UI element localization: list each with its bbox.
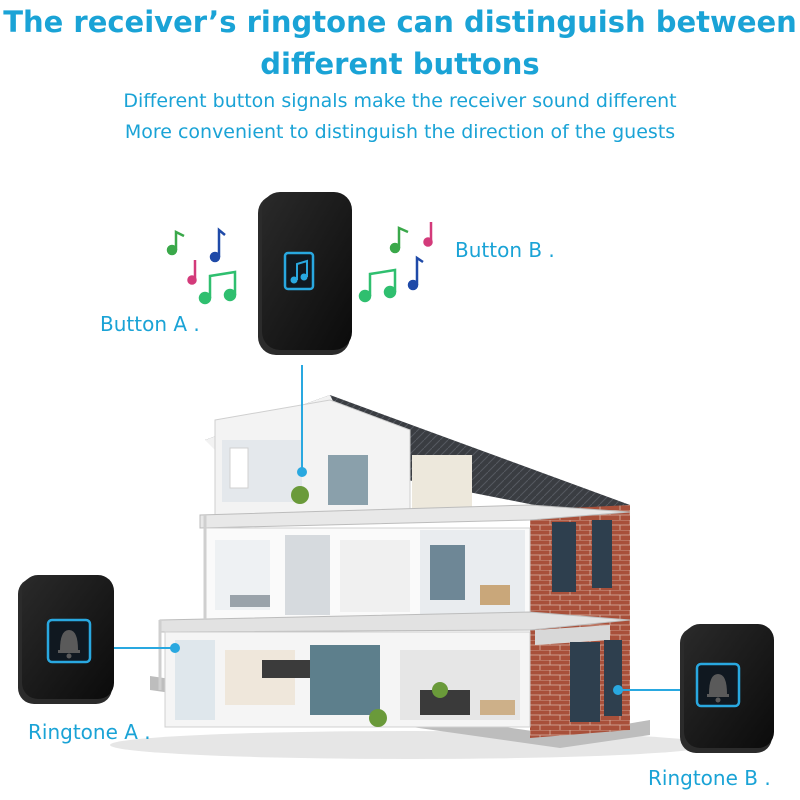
transmitter-b-device	[680, 624, 774, 753]
subtitle-line-1: Different button signals make the receiv…	[123, 90, 677, 112]
subtitle-line-2: More convenient to distinguish the direc…	[124, 121, 676, 143]
bell-icon	[58, 630, 80, 659]
headline-line-1: The receiver’s ringtone can distinguish …	[3, 5, 797, 39]
music-note-icon	[290, 259, 308, 284]
ringtone-a-label: Ringtone A .	[28, 720, 151, 744]
connector-lines	[112, 365, 680, 695]
transmitter-a-device	[18, 575, 114, 704]
house	[150, 395, 650, 748]
button-a-label: Button A .	[100, 312, 200, 336]
music-note-icon	[358, 222, 433, 303]
button-b-label: Button B .	[455, 238, 555, 262]
music-note-icon	[166, 227, 237, 305]
headline-line-2: different buttons	[260, 47, 540, 81]
receiver-device	[258, 192, 352, 355]
ringtone-b-label: Ringtone B .	[648, 766, 771, 790]
bell-icon	[707, 674, 729, 703]
